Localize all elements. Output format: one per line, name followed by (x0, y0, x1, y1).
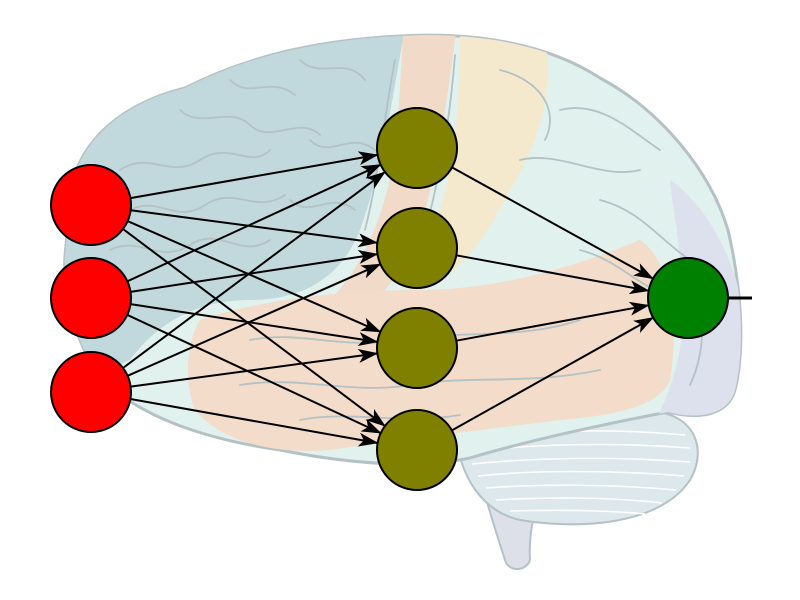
network-nodes (50, 107, 729, 491)
input-node-1 (50, 164, 132, 246)
hidden-node-4 (376, 409, 458, 491)
edge-input-3-to-hidden-3 (130, 348, 379, 388)
input-node-2 (50, 257, 132, 339)
edge-input-1-to-hidden-4 (122, 228, 386, 427)
edge-hidden-4-to-output-1 (451, 316, 654, 432)
edge-input-2-to-hidden-1 (126, 163, 382, 283)
edge-input-2-to-hidden-2 (130, 250, 379, 293)
hidden-node-2 (376, 207, 458, 289)
edge-input-2-to-hidden-3 (130, 303, 379, 346)
edge-input-1-to-hidden-2 (130, 209, 379, 248)
hidden-node-1 (376, 107, 458, 189)
edge-hidden-1-to-output-1 (451, 166, 654, 280)
edge-hidden-3-to-output-1 (456, 301, 650, 342)
edge-input-1-to-hidden-1 (130, 151, 379, 200)
edge-input-3-to-hidden-2 (127, 263, 382, 377)
edge-input-2-to-hidden-4 (126, 313, 382, 435)
edge-input-3-to-hidden-1 (122, 171, 386, 369)
input-node-3 (50, 351, 132, 433)
output-node-1 (647, 257, 729, 339)
edge-input-1-to-hidden-3 (127, 220, 382, 333)
hidden-node-3 (376, 307, 458, 389)
sensory-strip (420, 35, 549, 280)
edge-input-3-to-hidden-4 (130, 398, 379, 447)
edge-hidden-2-to-output-1 (456, 254, 650, 295)
network-edges (122, 151, 654, 447)
